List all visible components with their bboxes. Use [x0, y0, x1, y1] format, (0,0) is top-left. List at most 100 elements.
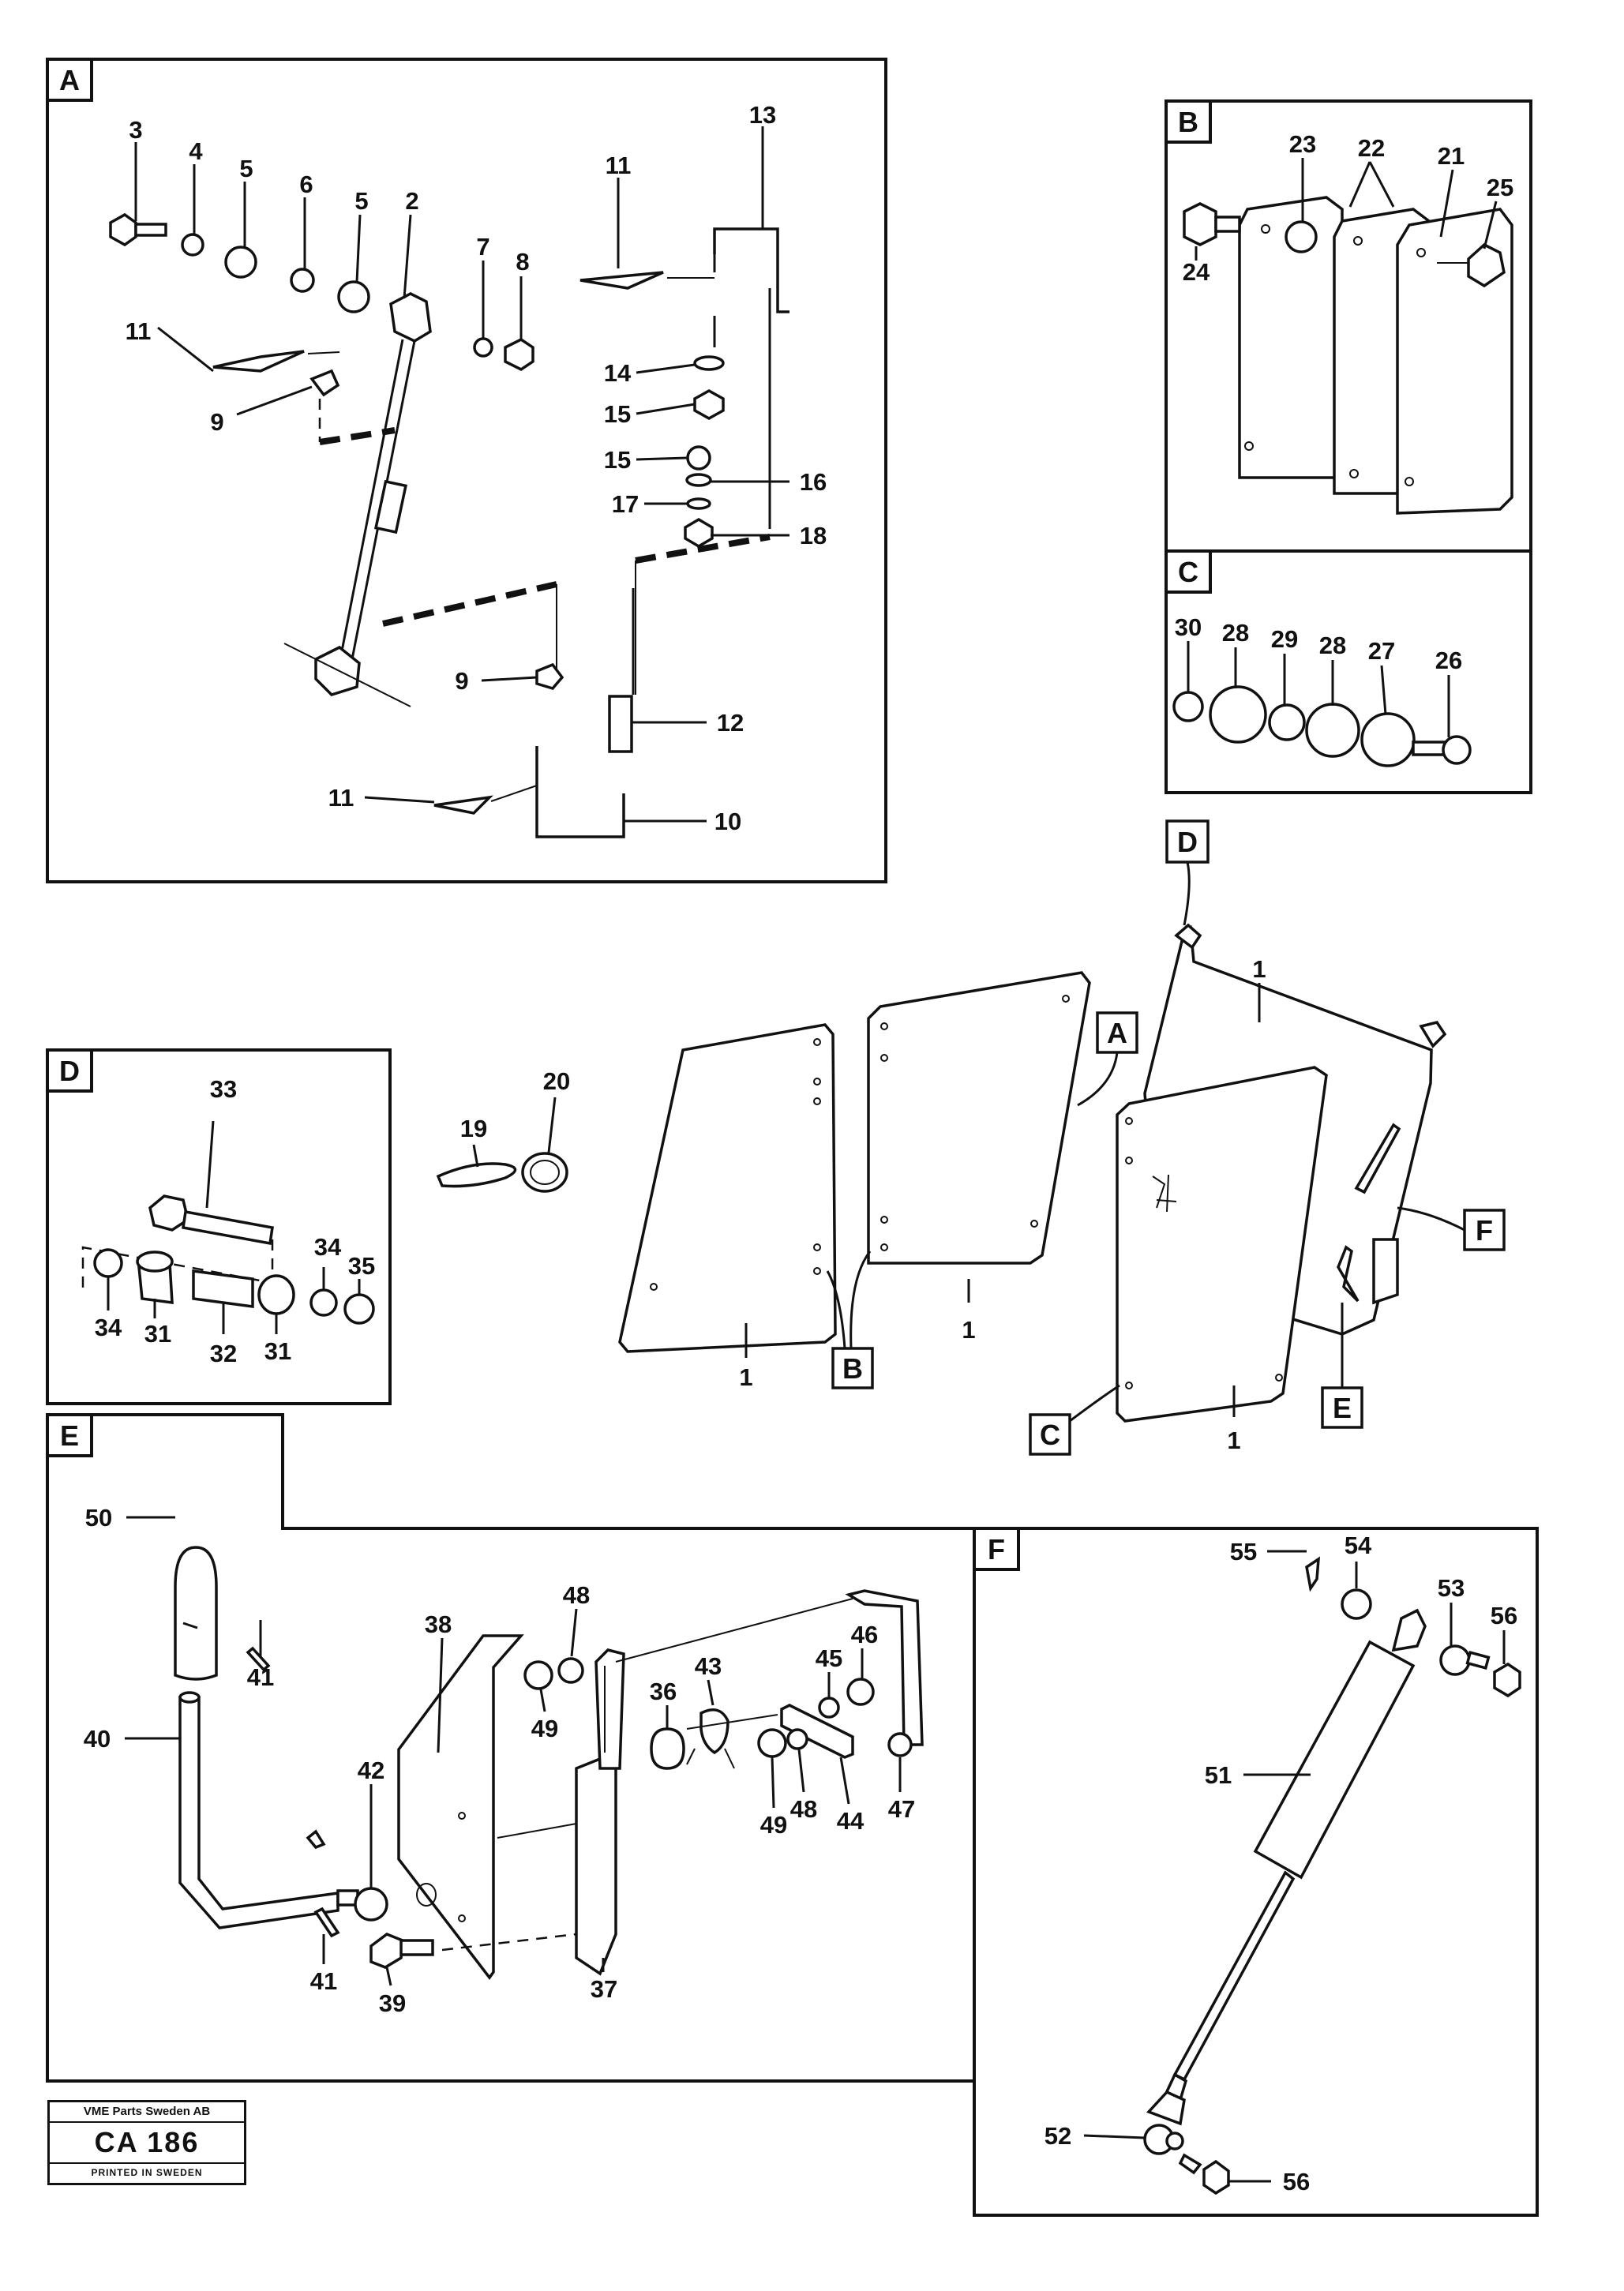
label-16: 16	[800, 468, 827, 496]
spring-43	[699, 1708, 729, 1755]
label-1-front: 1	[1227, 1427, 1240, 1454]
svg-text:F: F	[1476, 1214, 1493, 1247]
panel-d: D 33 34 31 32 31 34 35	[46, 1048, 392, 1405]
clip-55	[1305, 1556, 1321, 1592]
nut-35	[343, 1293, 375, 1325]
label-32: 32	[210, 1340, 237, 1367]
nut-15a	[693, 388, 725, 421]
callout-b	[831, 1347, 874, 1389]
svg-text:A: A	[1107, 1017, 1127, 1049]
bolt-3	[109, 212, 167, 247]
label-29: 29	[1271, 625, 1298, 653]
svg-text:D: D	[1177, 826, 1198, 858]
pin-41a	[246, 1646, 271, 1672]
printed-note: PRINTED IN SWEDEN	[91, 2167, 203, 2178]
panel-a: A	[46, 58, 887, 883]
bolt-39	[369, 1933, 404, 1969]
spacer-29	[1268, 703, 1306, 741]
label-25: 25	[1487, 174, 1513, 201]
label-47: 47	[888, 1795, 915, 1823]
label-48a: 48	[563, 1581, 590, 1609]
label-56b: 56	[1283, 2168, 1310, 2195]
bolt-47	[887, 1732, 913, 1757]
nut-30	[1172, 691, 1204, 722]
label-5b: 5	[354, 187, 368, 215]
label-37: 37	[591, 1975, 617, 2003]
washer-34b	[309, 1288, 338, 1317]
label-1-left: 1	[739, 1363, 752, 1391]
nut-18	[684, 517, 714, 549]
grip-50	[174, 1546, 218, 1681]
label-11b: 11	[606, 152, 632, 179]
lever-40	[178, 1696, 339, 1929]
label-53: 53	[1438, 1574, 1465, 1602]
label-20: 20	[543, 1067, 570, 1095]
svg-text:C: C	[1040, 1419, 1060, 1451]
washer-42	[354, 1887, 388, 1922]
label-6: 6	[299, 171, 313, 198]
washer-7	[473, 337, 493, 358]
plate-1-left	[618, 1023, 837, 1353]
washer-28b	[1305, 703, 1360, 758]
label-36: 36	[650, 1678, 677, 1705]
label-46: 46	[851, 1621, 878, 1648]
spacer-36	[650, 1727, 685, 1770]
rod-bracket	[845, 1589, 924, 1746]
washer-48b	[786, 1728, 808, 1750]
callout-a	[1096, 1011, 1138, 1054]
main-assembly: 19 20 1 1 1 1 D A	[436, 819, 1506, 1456]
label-12: 12	[717, 709, 744, 737]
nut-53	[1439, 1644, 1471, 1676]
label-39: 39	[379, 1989, 406, 2017]
spring-washer-17	[686, 497, 711, 510]
panel-e: E	[46, 1413, 976, 2083]
label-9a: 9	[210, 408, 223, 436]
sleeve-12	[608, 695, 633, 753]
title-block: VME Parts Sweden AB CA 186 PRINTED IN SW…	[47, 2100, 246, 2185]
nut-56a	[1493, 1662, 1521, 1698]
panel-a-tag: A	[59, 64, 80, 96]
panel-f-tag: F	[988, 1533, 1005, 1565]
washer-27	[1360, 712, 1416, 767]
label-24: 24	[1183, 258, 1210, 286]
label-22: 22	[1358, 134, 1385, 162]
label-31a: 31	[144, 1320, 171, 1348]
label-49a: 49	[531, 1715, 558, 1742]
svg-text:E: E	[1333, 1392, 1352, 1424]
nut-5a	[224, 246, 257, 279]
label-55: 55	[1230, 1538, 1257, 1565]
washer-16	[685, 473, 712, 487]
latch-37	[575, 1750, 617, 1976]
cotter-pin-11a	[212, 350, 305, 373]
nut-5b	[337, 280, 370, 313]
spacer-6	[290, 268, 315, 293]
label-4: 4	[189, 137, 203, 165]
panel-d-tag: D	[59, 1055, 80, 1087]
label-35: 35	[348, 1252, 375, 1280]
panel-b: B 23 22 21 25 24	[1165, 99, 1532, 553]
label-26: 26	[1435, 647, 1462, 674]
label-41b: 41	[310, 1967, 337, 1995]
label-34a: 34	[95, 1314, 122, 1341]
label-49b: 49	[760, 1811, 787, 1839]
washer-14	[693, 355, 725, 371]
label-18: 18	[800, 522, 827, 549]
label-34b: 34	[314, 1233, 342, 1261]
panel-c: C 30 28 29 28 27 26	[1165, 549, 1532, 794]
label-27: 27	[1368, 637, 1395, 665]
label-8: 8	[516, 248, 529, 276]
gas-strut-51	[1253, 1640, 1416, 1880]
washer-49b	[757, 1728, 787, 1758]
washer-34a	[93, 1248, 123, 1278]
bushing-31b	[257, 1274, 295, 1315]
cotter-pin-11c	[433, 795, 493, 815]
clip-9b	[535, 662, 564, 691]
label-3: 3	[129, 116, 142, 144]
label-19: 19	[460, 1115, 487, 1142]
washer-54	[1341, 1588, 1372, 1620]
panel-b-tag: B	[1178, 106, 1198, 138]
label-33: 33	[210, 1075, 237, 1103]
lever-2	[389, 292, 432, 343]
label-43: 43	[695, 1652, 722, 1680]
